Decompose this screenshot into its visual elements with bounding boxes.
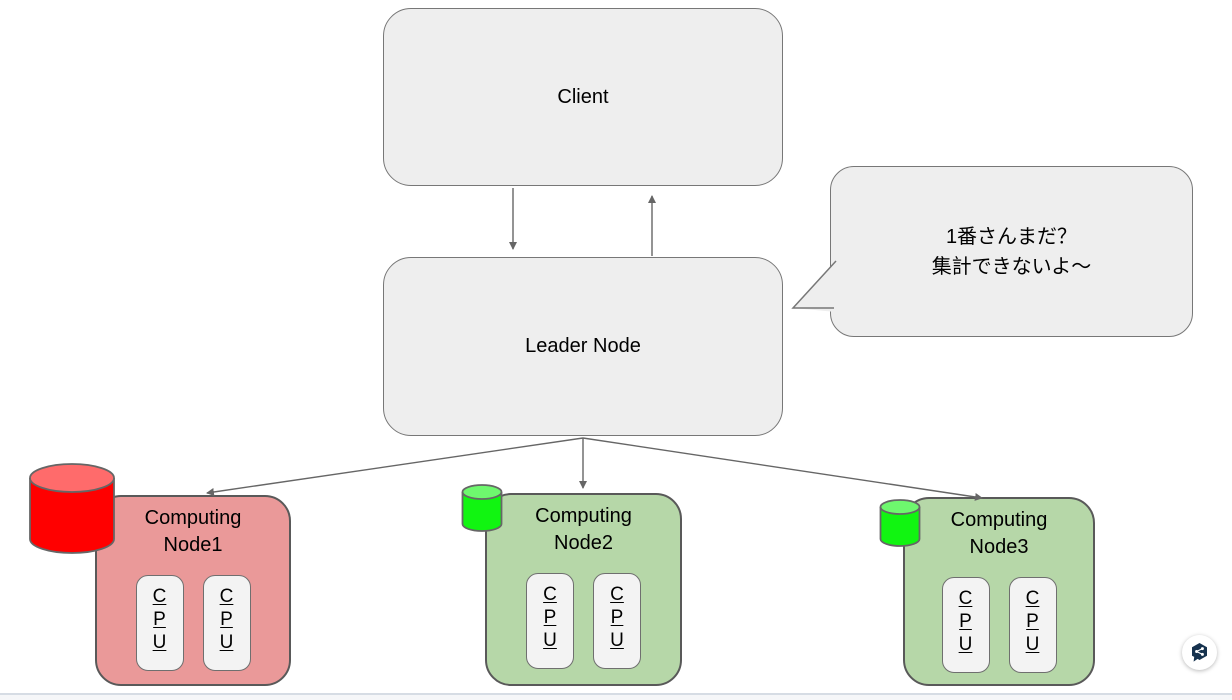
cpu-label: CPU <box>610 584 624 651</box>
cpu-label: CPU <box>152 586 167 653</box>
computing-node-2-label: Computing Node2 <box>535 505 632 554</box>
cpu-label: CPU <box>543 584 557 651</box>
cpu-box: CPU <box>202 575 251 671</box>
computing-node-3: Computing Node3 CPU CPU <box>903 497 1095 686</box>
cpu-box: CPU <box>526 573 574 669</box>
client-node-label: Client <box>557 85 609 108</box>
share-speech-hexagon-icon <box>1192 643 1207 662</box>
computing-node-2-cpus: CPU CPU <box>487 573 680 669</box>
speech-bubble: 1番さんまだ？ 集計できないよ～ <box>830 166 1193 337</box>
cpu-label: CPU <box>1025 588 1040 655</box>
cpu-box: CPU <box>593 573 641 669</box>
speech-bubble-line-2: 集計できないよ～ <box>931 255 1092 278</box>
computing-node-1-cpus: CPU CPU <box>97 575 289 671</box>
leader-node-box: Leader Node <box>383 257 783 436</box>
cpu-label: CPU <box>219 586 234 653</box>
cpu-box: CPU <box>941 577 990 673</box>
app-badge-button[interactable] <box>1182 635 1217 670</box>
speech-bubble-line-1: 1番さんまだ？ <box>945 225 1078 248</box>
computing-node-1: Computing Node1 CPU CPU <box>95 495 291 686</box>
computing-node-1-label: Computing Node1 <box>144 507 242 556</box>
leader-node-label: Leader Node <box>525 335 641 357</box>
leader-to-node3-arrow <box>582 437 983 501</box>
leader-to-node1-arrow <box>206 437 584 496</box>
bottom-strip <box>0 694 1232 700</box>
computing-node-2: Computing Node2 CPU CPU <box>485 493 682 686</box>
computing-node-3-cpus: CPU CPU <box>905 577 1093 673</box>
cpu-box: CPU <box>1008 577 1057 673</box>
client-node-box: Client <box>383 8 783 186</box>
computing-node-3-label: Computing Node3 <box>950 509 1048 558</box>
cpu-box: CPU <box>135 575 184 671</box>
bottom-divider <box>0 693 1232 695</box>
cpu-label: CPU <box>958 588 973 655</box>
